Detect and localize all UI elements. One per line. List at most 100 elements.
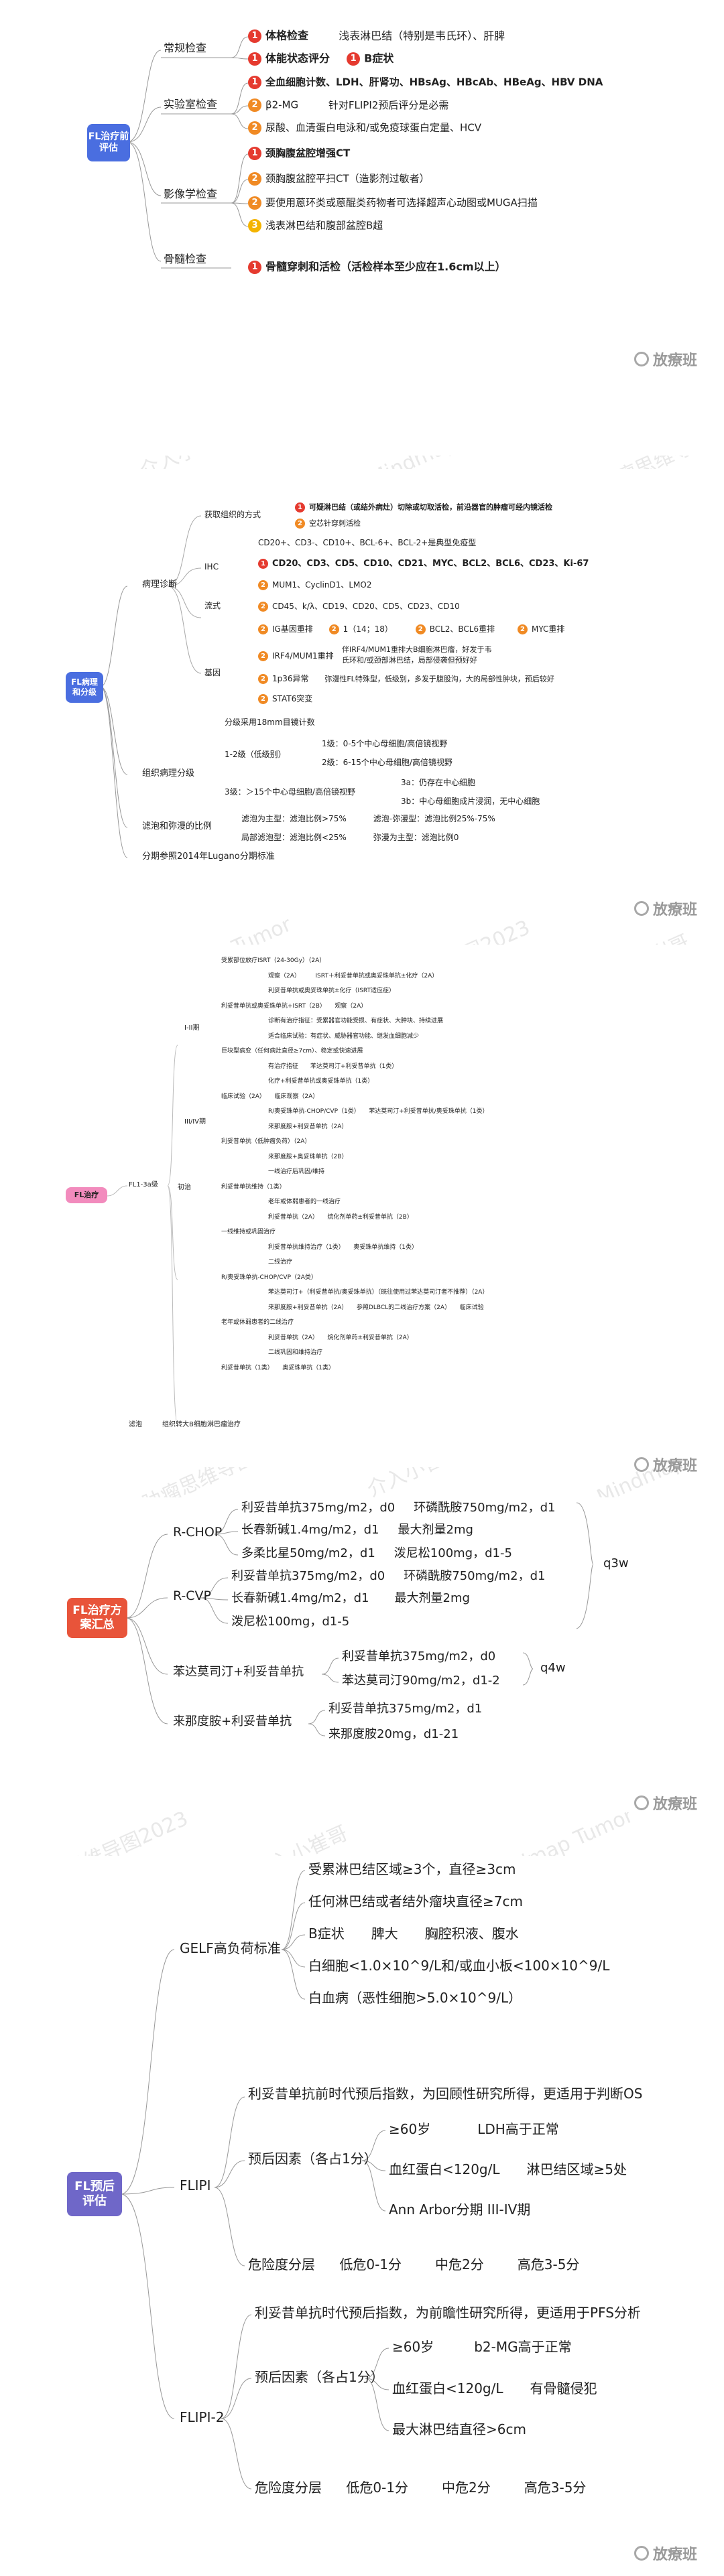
treatment-row: 利妥昔单抗（1类） 奥妥珠单抗（1类） bbox=[221, 1364, 335, 1371]
grade-low: 1-2级（低级别） bbox=[225, 750, 286, 759]
root-label: FL治疗前评估 bbox=[88, 131, 129, 154]
gene-irf4-note1: 伴IRF4/MUM1重排大B细胞淋巴瘤，好发于韦 bbox=[342, 645, 492, 654]
branch-marrow: 骨髓检查 bbox=[164, 253, 207, 265]
rcvp-3: 泼尼松100mg，d1-5 bbox=[231, 1615, 350, 1629]
r2-2: 来那度胺20mg，d1-21 bbox=[328, 1727, 459, 1741]
mindmap-connectors bbox=[127, 36, 249, 269]
treatment-row: 二线治疗 bbox=[268, 1259, 293, 1266]
treatment-row: 巨块型病变（任何病灶直径≥7cm）、稳定或快速进展 bbox=[221, 1048, 363, 1055]
gelf-item-text: 任何淋巴结或者结外瘤块直径≥7cm bbox=[308, 1893, 523, 1909]
branch-first: 初治 bbox=[178, 1184, 191, 1191]
label-gene: 基因 bbox=[204, 668, 221, 677]
treatment-row: 诊断有治疗指征：受累器官功能受损、有症状、大肿块、持续进展 bbox=[268, 1018, 444, 1024]
treatment-row: 利妥昔单抗（2A） 烷化剂单药±利妥昔单抗（2A） bbox=[268, 1334, 413, 1341]
branch-ratio: 滤泡和弥漫的比例 bbox=[142, 821, 213, 831]
gelf-item: 白血病（恶性细胞>5.0×10^9/L） bbox=[308, 1991, 522, 2005]
regimen-r2: 来那度胺+利妥昔单抗 bbox=[173, 1714, 292, 1728]
gelf-item: 任何淋巴结或者结外瘤块直径≥7cm bbox=[308, 1895, 523, 1908]
treatment-row: 利妥昔单抗或奥妥珠单抗±化疗（ISRT适应症） bbox=[268, 988, 396, 994]
brand-logo: 放療班 bbox=[634, 2543, 697, 2564]
mindmap-connectors bbox=[125, 1502, 594, 1737]
treatment-row: 适合临床试验：有症状、威胁器官功能、继发血细胞减少 bbox=[268, 1032, 420, 1040]
branch-staging: 分期参照2014年Lugano分期标准 bbox=[142, 852, 275, 862]
brand-logo: 放療班 bbox=[634, 898, 697, 919]
mindmap-connectors bbox=[120, 1870, 389, 2490]
flipi2-f3: 最大淋巴结直径>6cm bbox=[392, 2421, 526, 2437]
brand-logo: 放療班 bbox=[634, 348, 697, 370]
treatment-row: 观察（2A） ISRT＋利妥昔单抗或奥妥珠单抗±化疗（2A） bbox=[268, 972, 438, 979]
brand-icon bbox=[634, 1795, 649, 1810]
regimen-rcvp: R-CVP bbox=[173, 1588, 212, 1603]
treatment-row: R/奥妥珠单抗-CHOP/CVP（2A类） bbox=[221, 1274, 317, 1281]
ihc-typical: CD20+、CD3-、CD10+、BCL-6+、BCL-2+是典型免疫型 bbox=[258, 538, 477, 547]
branch-diagnosis: 病理诊断 bbox=[142, 580, 178, 590]
grade-2: 2级：6-15个中心母细胞/高倍镜视野 bbox=[322, 758, 452, 767]
brand-logo: 放療班 bbox=[634, 1454, 697, 1475]
ratio-2: 局部滤泡型：滤泡比例<25%弥漫为主型：滤泡比例0 bbox=[241, 833, 459, 842]
mindmap-connectors bbox=[100, 515, 202, 858]
flipi2-risk: 危险度分层 低危0-1分中危2分高危3-5分 bbox=[255, 2480, 587, 2496]
root-prognosis: FL预后 评估 bbox=[67, 2172, 122, 2216]
treatment-row: 利妥昔单抗（低肿瘤负荷）（2A） bbox=[221, 1138, 311, 1145]
gelf-item: 受累淋巴结区域≥3个，直径≥3cm bbox=[308, 1862, 516, 1876]
branch-transform: 滤泡组织转大B细胞淋巴瘤治疗 bbox=[129, 1421, 241, 1428]
treatment-row: 有治疗指征 苯达莫司汀+利妥昔单抗（1类） bbox=[268, 1063, 398, 1070]
ratio-1: 滤泡为主型：滤泡比例>75%滤泡-弥漫型：滤泡比例25%-75% bbox=[241, 814, 495, 823]
branch-early: I-II期 bbox=[184, 1024, 200, 1032]
treatment-row: 一线维持或巩固治疗 bbox=[221, 1229, 276, 1235]
brand-icon bbox=[634, 2546, 649, 2561]
grade-3b: 3b：中心母细胞成片浸润，无中心细胞 bbox=[401, 797, 540, 806]
flipi-risk: 危险度分层 低危0-1分中危2分高危3-5分 bbox=[248, 2256, 580, 2273]
treatment-row: 来那度胺+利妥昔单抗（2A） 参照DLBCL的二线治疗方案（2A） 临床试验 bbox=[268, 1304, 484, 1311]
branch-routine: 常规检查 bbox=[164, 42, 207, 54]
gelf-item: 白细胞<1.0×10^9/L和/或血小板<100×10^9/L bbox=[308, 1959, 609, 1972]
treatment-row: 二线巩固和维持治疗 bbox=[268, 1349, 323, 1356]
branch-late: III/IV期 bbox=[184, 1118, 206, 1126]
cycle-q3w: q3w bbox=[603, 1556, 629, 1570]
root-treatment: FL治疗 bbox=[66, 1187, 107, 1203]
gelf-item-text: 白细胞<1.0×10^9/L和/或血小板<100×10^9/L bbox=[308, 1958, 610, 1974]
grade-method: 分级采用18mm目镜计数 bbox=[225, 718, 315, 727]
brand-icon bbox=[634, 901, 649, 916]
treatment-row: 来那度胺+利妥昔单抗（2A） bbox=[268, 1123, 348, 1130]
grade-3: 3级：＞15个中心母细胞/高倍镜视野 bbox=[225, 787, 355, 797]
brand-logo: 放療班 bbox=[634, 1792, 697, 1814]
treatment-row: 受累部位放疗ISRT（24-30Gy）（2A） bbox=[221, 957, 326, 964]
branch-flipi: FLIPI bbox=[180, 2177, 211, 2193]
treatment-row: 一线治疗后巩固/维持 bbox=[268, 1168, 325, 1175]
gelf-item-text: 受累淋巴结区域≥3个，直径≥3cm bbox=[308, 1861, 516, 1877]
gelf-item-text: 白血病（恶性细胞>5.0×10^9/L） bbox=[308, 1990, 522, 2006]
branch-imaging: 影像学检查 bbox=[164, 188, 218, 200]
brand-icon bbox=[634, 352, 649, 366]
flipi-factors: 预后因素（各占1分） bbox=[248, 2151, 377, 2167]
branch-grade12: FL1-3a级 bbox=[129, 1181, 158, 1189]
treatment-row: 利妥昔单抗维持（1类） bbox=[221, 1183, 286, 1191]
treatment-row: 临床试验（2A） 临床观察（2A） bbox=[221, 1093, 319, 1100]
gelf-item-text: B症状 bbox=[308, 1925, 345, 1942]
treatment-row: 老年或体弱患者的二线治疗 bbox=[221, 1319, 294, 1326]
branch-flipi2: FLIPI-2 bbox=[180, 2409, 225, 2425]
gelf-item-text: 脾大 bbox=[371, 1925, 398, 1942]
branch-lab: 实验室检查 bbox=[164, 98, 218, 111]
treatment-row: R/奥妥珠单抗-CHOP/CVP（1类） 苯达莫司汀+利妥昔单抗/奥妥珠单抗（1… bbox=[268, 1108, 489, 1115]
label-flow: 流式 bbox=[204, 601, 221, 610]
grade-1: 1级：0-5个中心母细胞/高倍镜视野 bbox=[322, 739, 448, 748]
gelf-item-text: 胸腔积液、腹水 bbox=[424, 1925, 519, 1942]
section-treatment: FL治疗 FL1-3a级 初治 I-II期 III/IV期 滤泡组织转大B细胞淋… bbox=[0, 945, 724, 1475]
